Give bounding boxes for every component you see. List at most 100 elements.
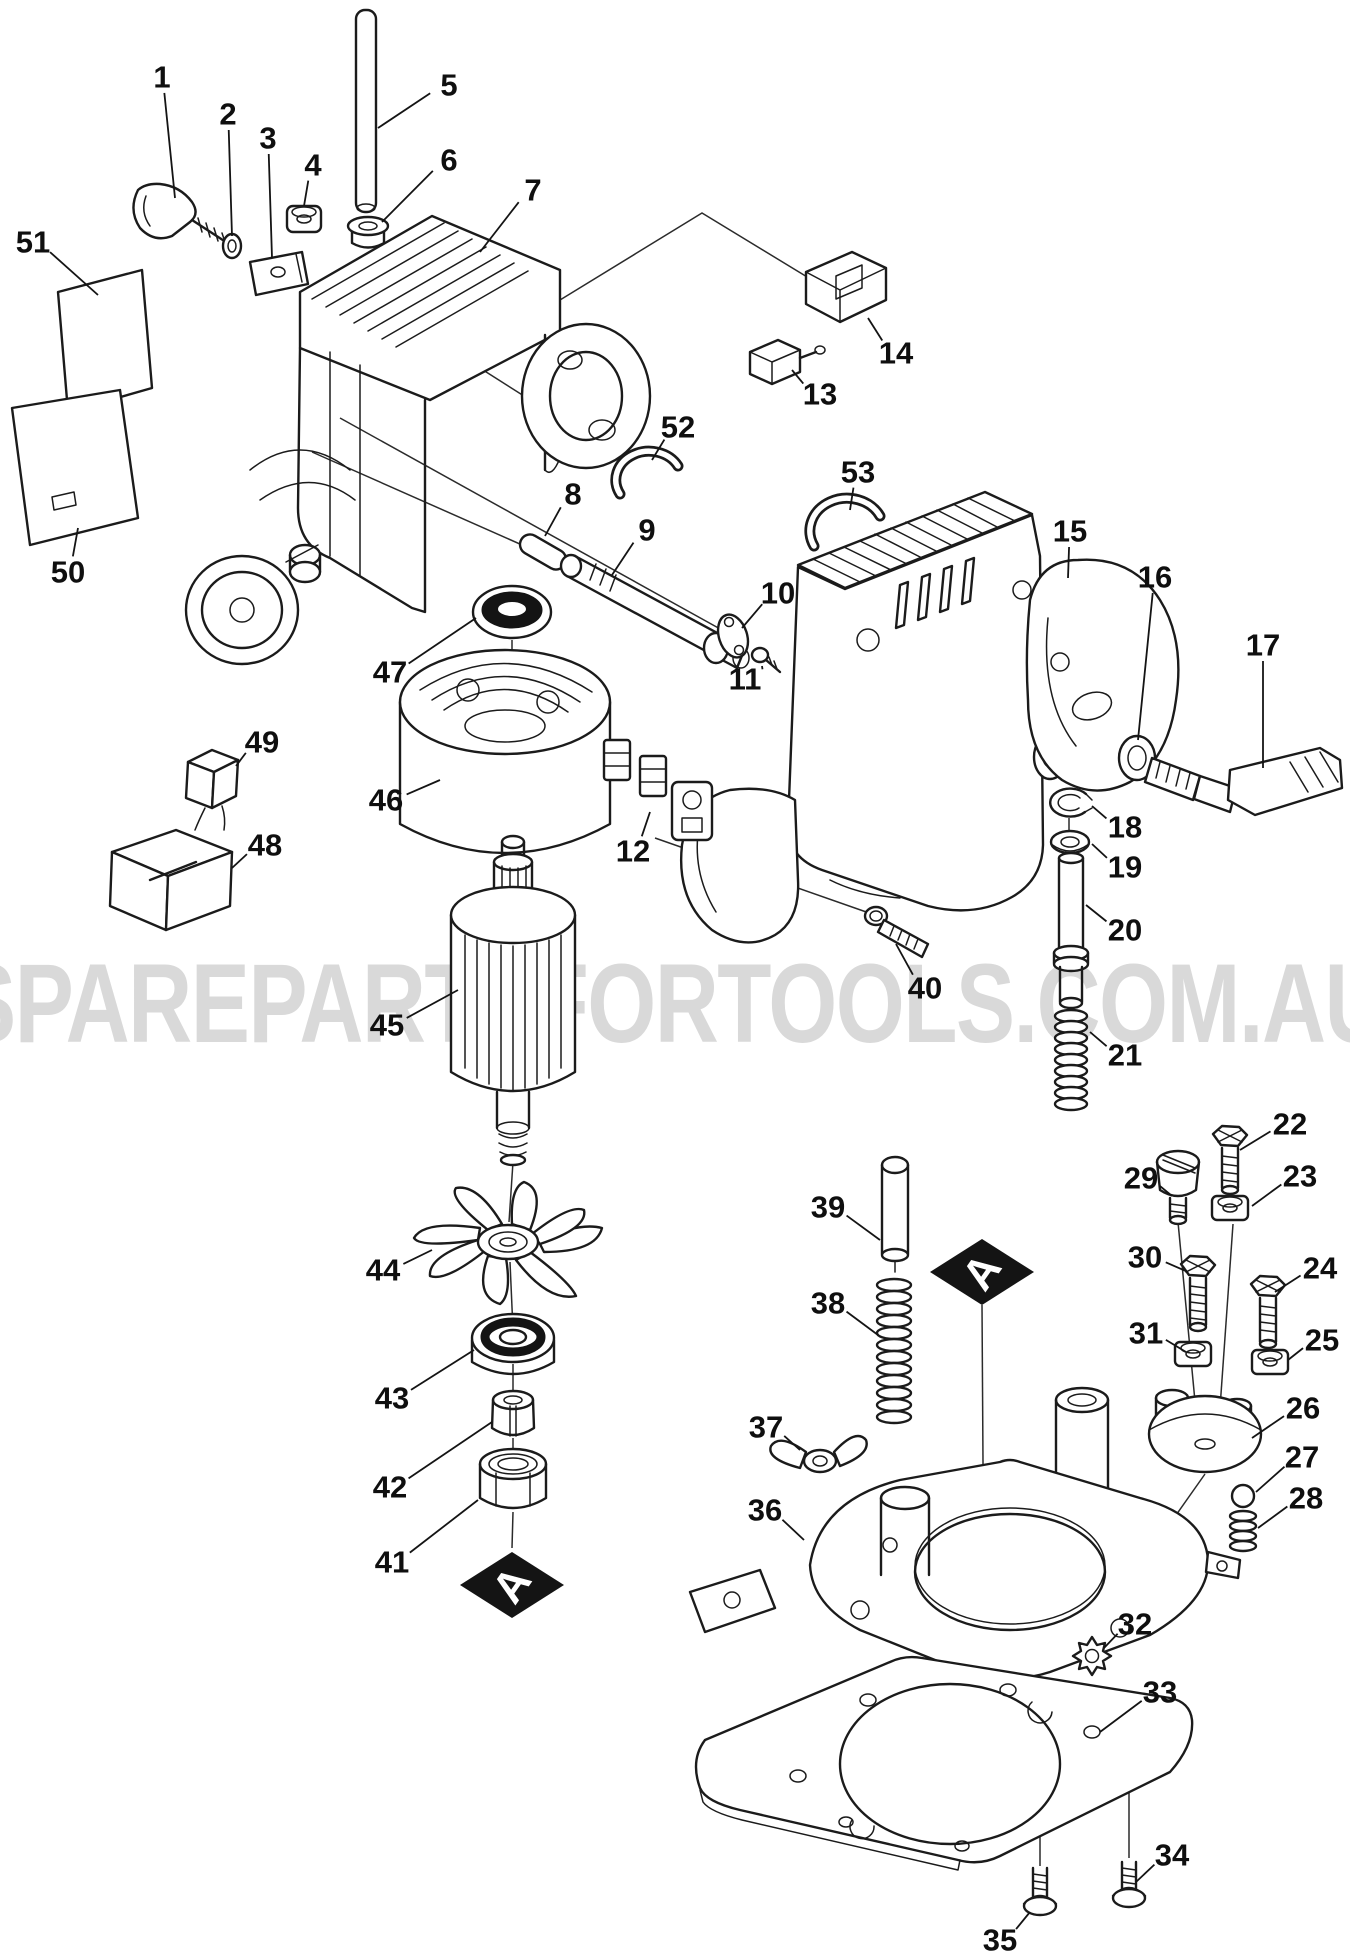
part-26-adjust-base: [1147, 1388, 1263, 1474]
callout-leader-53: [849, 487, 855, 511]
callout-8: 8: [564, 477, 581, 512]
callout-20: 20: [1108, 913, 1142, 948]
callout-leader-47: [408, 617, 477, 665]
part-48-box: [108, 828, 234, 932]
callout-leader-40: [895, 943, 914, 976]
callout-28: 28: [1289, 1481, 1323, 1516]
callout-36: 36: [748, 1493, 782, 1528]
a-badge-1: A: [460, 1552, 564, 1618]
part-4-nut: [285, 204, 323, 234]
callout-52: 52: [661, 410, 695, 445]
callout-4: 4: [304, 148, 322, 183]
part-37-wing-nut: [769, 1434, 868, 1474]
part-32-star-washer: [1071, 1635, 1113, 1677]
callout-leader-8: [544, 506, 562, 537]
part-9-spindle: [559, 553, 750, 670]
part-47-ring: [471, 584, 553, 640]
part-34-screw: [1111, 1860, 1147, 1909]
part-20-pole: [1052, 851, 1090, 1010]
callout-48: 48: [248, 828, 282, 863]
part-46-field: [398, 648, 612, 855]
callout-25: 25: [1305, 1323, 1339, 1358]
callout-50: 50: [51, 555, 85, 590]
callout-15: 15: [1053, 514, 1087, 549]
part-24-bolt: [1249, 1274, 1287, 1350]
callout-leader-32: [1103, 1633, 1119, 1649]
a-badge-2: A: [930, 1239, 1034, 1305]
callout-26: 26: [1286, 1391, 1320, 1426]
callout-leader-24: [1274, 1274, 1302, 1293]
callout-19: 19: [1108, 850, 1142, 885]
callout-leader-43: [410, 1349, 475, 1391]
part-33-base-plate: [694, 1655, 1194, 1871]
callout-35: 35: [983, 1923, 1017, 1955]
callout-leader-31: [1165, 1339, 1187, 1353]
part-44-fan: [412, 1180, 604, 1306]
callout-leader-39: [846, 1214, 881, 1241]
callout-leader-6: [381, 170, 434, 223]
callout-22: 22: [1273, 1107, 1307, 1142]
callout-leader-13: [791, 369, 804, 385]
part-27-ball: [1230, 1483, 1256, 1509]
callout-leader-46: [406, 779, 441, 796]
callout-41: 41: [375, 1545, 409, 1580]
callout-3: 3: [259, 121, 276, 156]
callout-leader-44: [402, 1249, 433, 1265]
part-14-connector: [804, 250, 888, 324]
callout-leader-15: [1067, 546, 1070, 579]
callout-47: 47: [373, 655, 407, 690]
callout-leader-50: [71, 527, 79, 557]
callout-leader-2: [227, 129, 233, 237]
callout-21: 21: [1108, 1038, 1142, 1073]
part-40-bolt: [863, 905, 930, 959]
callout-leader-28: [1257, 1505, 1288, 1529]
part-5-stopper-pole: [354, 8, 378, 214]
callout-leader-35: [1015, 1911, 1031, 1930]
part-38-spring: [875, 1277, 913, 1425]
part-29-thumb-screw: [1155, 1149, 1201, 1226]
callout-38: 38: [811, 1286, 845, 1321]
callout-7: 7: [524, 173, 541, 208]
callout-31: 31: [1129, 1316, 1163, 1351]
part-45-armature: [449, 834, 577, 1167]
callout-11: 11: [729, 662, 762, 697]
callout-leader-23: [1251, 1183, 1282, 1207]
a-badges: AA: [460, 1239, 1034, 1618]
callout-34: 34: [1155, 1838, 1190, 1873]
callout-leader-3: [267, 153, 273, 259]
callout-leader-18: [1091, 805, 1108, 820]
part-22-bolt: [1211, 1124, 1249, 1196]
callout-leader-22: [1239, 1130, 1271, 1151]
callout-leader-37: [783, 1435, 801, 1451]
callout-leader-9: [611, 542, 635, 576]
callout-leader-16: [1137, 592, 1154, 741]
part-50-side-label: [10, 388, 140, 547]
callout-leader-49: [235, 752, 247, 767]
callout-leader-48: [231, 853, 248, 869]
part-25-nut: [1250, 1348, 1290, 1376]
callout-14: 14: [879, 336, 914, 371]
part-3-plate: [248, 250, 310, 297]
part-17-lock-lever: [1143, 746, 1344, 817]
callout-51: 51: [16, 225, 50, 260]
part-53-leaf-spring: [804, 492, 886, 552]
callout-leader-10: [741, 603, 763, 629]
part-13-carbon-brush: [748, 338, 826, 386]
callout-32: 32: [1118, 1607, 1152, 1642]
callout-17: 17: [1246, 628, 1280, 663]
callout-13: 13: [803, 377, 837, 412]
part-10-flange: [716, 613, 750, 659]
callout-29: 29: [1124, 1161, 1158, 1196]
callout-leader-34: [1135, 1863, 1156, 1883]
part-52-leaf-spring: [610, 445, 684, 500]
callout-42: 42: [373, 1470, 407, 1505]
callout-leader-38: [845, 1310, 879, 1336]
callout-40: 40: [908, 971, 942, 1006]
part-18-lock-washer: [1049, 787, 1093, 818]
callout-leader-29: [1159, 1185, 1173, 1197]
callout-5: 5: [440, 68, 457, 103]
part-1-clamp-knob: [132, 182, 234, 248]
callout-labels: 1234567891011121314151617181920212223242…: [16, 60, 1339, 1955]
part-30-bolt: [1179, 1254, 1217, 1333]
